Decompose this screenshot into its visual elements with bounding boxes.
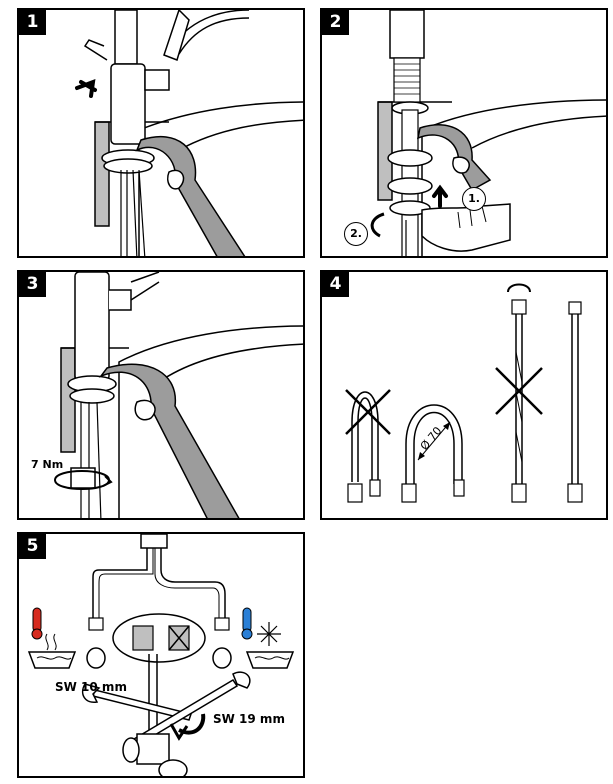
callout-step-2: 2.: [344, 222, 368, 246]
step-5-panel: 5: [17, 532, 305, 778]
step-4-panel: 4 Ø 70: [320, 270, 608, 520]
step-4-badge: 4: [322, 272, 349, 297]
step-2-badge: 2: [322, 10, 349, 35]
step-2-panel: 2 1. 2.: [320, 8, 608, 258]
step-5-badge: 5: [19, 534, 46, 559]
callout-step-1: 1.: [462, 187, 486, 211]
step-3-badge: 3: [19, 272, 46, 297]
cross-icon: [495, 367, 543, 415]
step-3-panel: 3 7 Nm: [17, 270, 305, 520]
step-5-illustration: [27, 534, 295, 776]
rotate-arrow-icon: [507, 283, 531, 293]
step-2-illustration: [370, 10, 606, 256]
wrench-size-large-label: SW 19 mm: [213, 712, 285, 726]
step-4-illustration: [345, 283, 583, 503]
wrench-size-small-label: SW 10 mm: [55, 680, 127, 694]
torque-label: 7 Nm: [31, 458, 64, 471]
thermometer-hot-icon: [31, 607, 43, 640]
step-3-illustration: [53, 272, 303, 518]
thermometer-cold-icon: [241, 607, 253, 640]
step-1-badge: 1: [19, 10, 46, 35]
step-1-panel: 1: [17, 8, 305, 258]
snowflake-icon: [257, 622, 281, 646]
step-1-illustration: [75, 10, 303, 256]
cross-icon: [345, 389, 391, 435]
